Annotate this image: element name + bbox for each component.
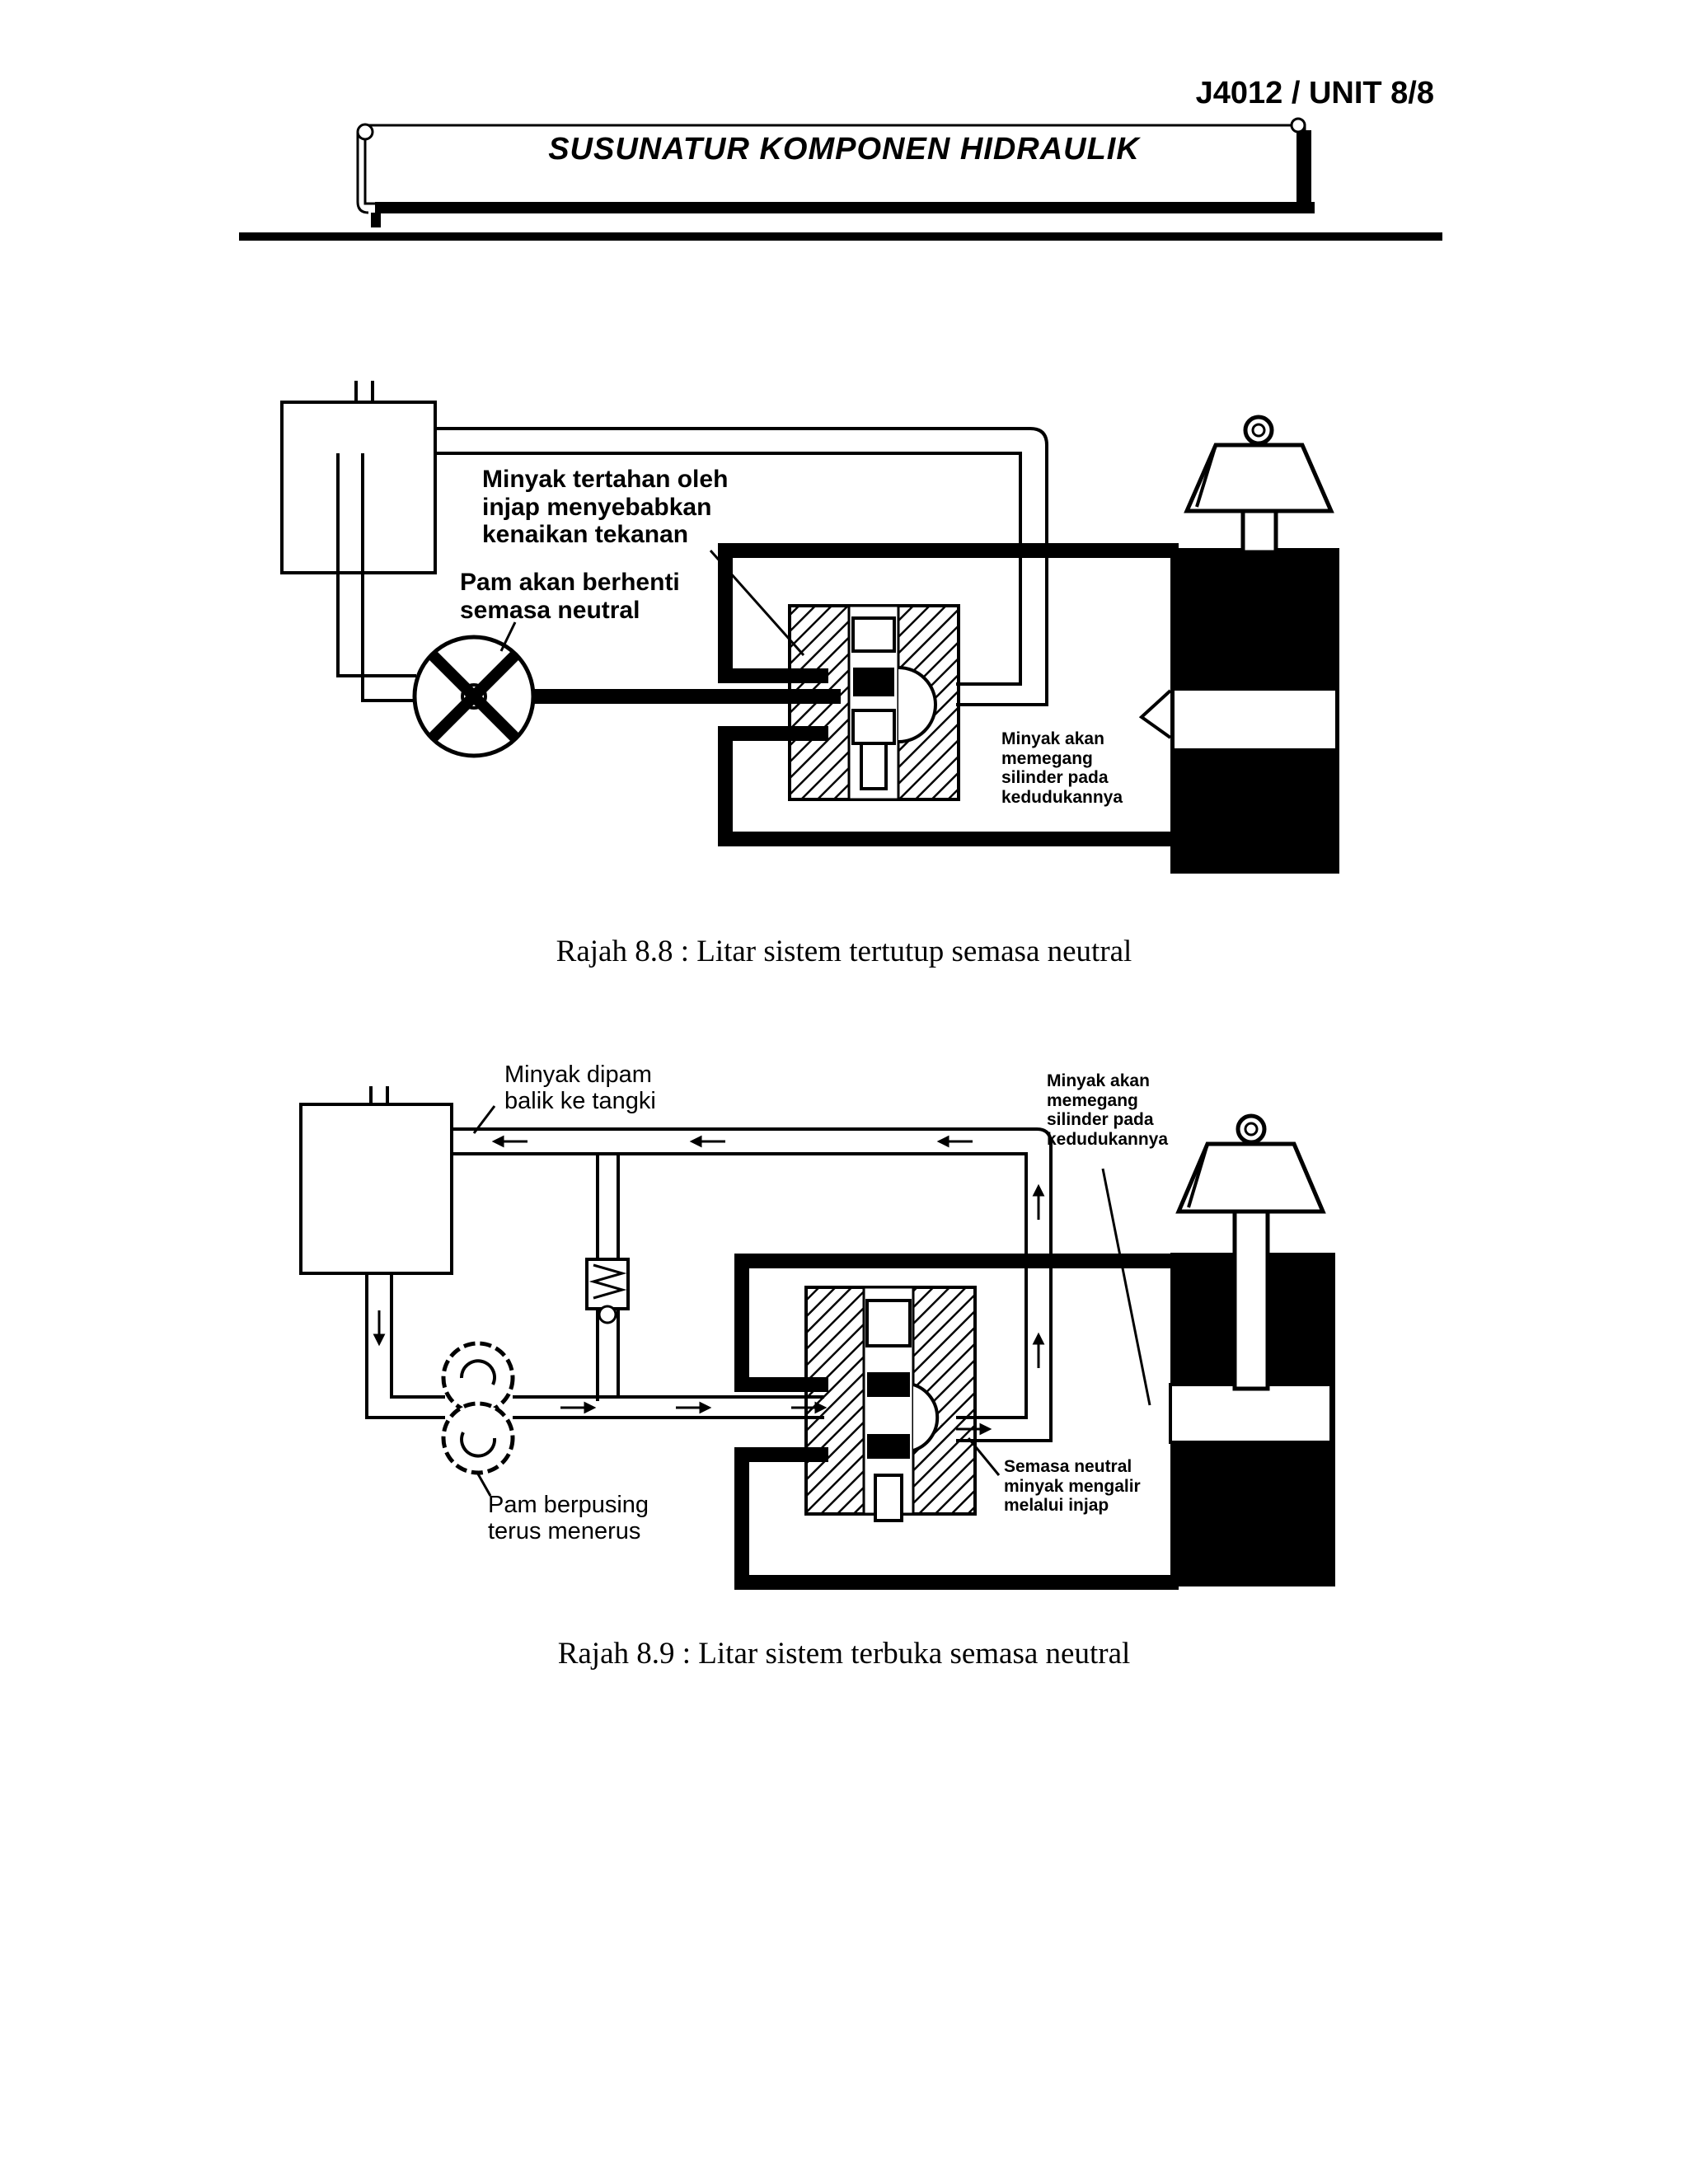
open-system-diagram — [299, 1086, 1335, 1590]
control-valve-icon — [804, 1286, 977, 1522]
hydraulic-cylinder-icon — [1138, 415, 1339, 874]
closed-system-diagram — [280, 381, 1339, 874]
gear-pump-icon — [441, 1341, 515, 1475]
relief-valve-spring-icon — [585, 1258, 630, 1324]
page-title: SUSUNATUR KOMPONEN HIDRAULIK — [548, 132, 1140, 166]
valve-pressure-label: Minyak tertahan oleh injap menyebabkan k… — [482, 466, 729, 549]
cylinder-hold-label: Minyak akan memegang silinder pada kedud… — [1001, 729, 1123, 807]
oil-tank — [280, 401, 437, 574]
title-scroll-banner — [356, 117, 1315, 227]
pump-running-label: Pam berpusing terus menerus — [488, 1492, 649, 1545]
header-rule — [239, 232, 1442, 241]
figure-8-8-caption: Rajah 8.8 : Litar sistem tertutup semasa… — [556, 935, 1132, 968]
pump-stops-label: Pam akan berhenti semasa neutral — [460, 569, 680, 624]
valve-flow-label: Semasa neutral minyak mengalir melalui i… — [1004, 1457, 1141, 1516]
figure-8-9-caption: Rajah 8.9 : Litar sistem terbuka semasa … — [557, 1637, 1131, 1671]
return-to-tank-label: Minyak dipam balik ke tangki — [504, 1062, 656, 1115]
vane-pump-icon — [412, 635, 536, 758]
control-valve-icon — [788, 604, 960, 801]
hydraulic-cylinder-icon — [1169, 1113, 1335, 1586]
cylinder-hold-label: Minyak akan memegang silinder pada kedud… — [1047, 1071, 1169, 1149]
oil-tank — [299, 1103, 453, 1275]
unit-code: J4012 / UNIT 8/8 — [1195, 76, 1434, 110]
